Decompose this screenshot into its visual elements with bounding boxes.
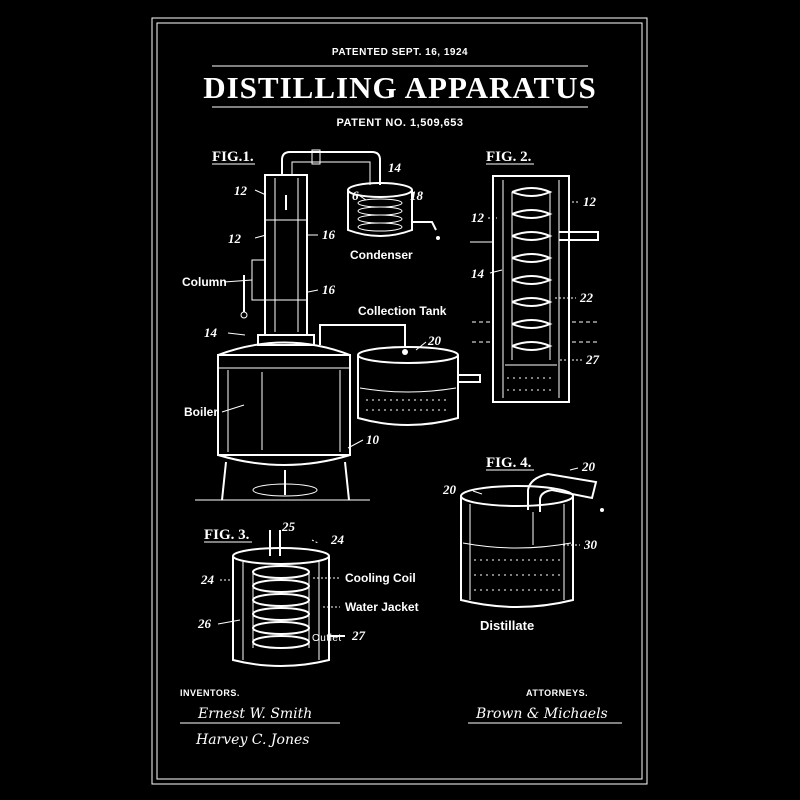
- fig4-distillate-label: Distillate: [480, 618, 534, 633]
- fig2-label: FIG. 2.: [486, 149, 532, 165]
- fig1-boiler-label: Boiler: [184, 405, 218, 419]
- fig1-ref-10: 10: [366, 432, 380, 447]
- fig1-ref-14b: 14: [204, 325, 218, 340]
- fig1-drawing: FIG.1.: [195, 149, 481, 501]
- fig1-ref-16b: 16: [322, 282, 336, 297]
- inventors-label: INVENTORS.: [180, 688, 240, 698]
- fig1-label: FIG.1.: [212, 149, 254, 165]
- fig3-drawing: FIG. 3.: [204, 527, 345, 667]
- fig4-vessel-top: [460, 485, 574, 507]
- fig2-ref-12a: 12: [583, 194, 597, 209]
- fig4-vessel: [460, 496, 574, 608]
- fig1-transfer-pipe: [319, 324, 406, 348]
- fig1-column-gauge: [251, 259, 265, 301]
- fig1-ref-6: 6: [352, 188, 359, 203]
- fig1-condenser-body: [347, 190, 413, 237]
- fig1-boiler-dome: [217, 341, 351, 356]
- fig1-ref-14a: 14: [388, 160, 402, 175]
- fig1-top-pipe: [281, 151, 381, 185]
- fig1-condenser-spout: [412, 221, 437, 231]
- fig1-collection-tank-top: [357, 346, 459, 364]
- fig1-collection-tank-label: Collection Tank: [358, 304, 447, 318]
- fig1-condenser-label: Condenser: [350, 248, 413, 262]
- fig3-outlet-label: Outlet: [312, 633, 342, 644]
- fig3-cooling-coil-label: Cooling Coil: [345, 571, 416, 585]
- inner-border: [156, 22, 643, 780]
- fig4-label: FIG. 4.: [486, 455, 532, 471]
- fig1-collection-tank: [357, 355, 459, 426]
- fig2-drawing: FIG. 2.: [470, 149, 600, 403]
- fig1-tank-spout: [458, 374, 481, 383]
- fig3-ref-25: 25: [281, 519, 296, 534]
- attorneys-label: ATTORNEYS.: [526, 688, 588, 698]
- fig3-water-jacket: [232, 556, 330, 667]
- fig4-ref-30: 30: [583, 537, 598, 552]
- fig2-ref-14: 14: [471, 266, 485, 281]
- fig1-boiler: [217, 354, 351, 456]
- fig3-ref-24b: 24: [200, 572, 215, 587]
- fig3-ref-24a: 24: [330, 532, 345, 547]
- fig2-ref-27: 27: [585, 352, 600, 367]
- fig1-ref-12a: 12: [234, 183, 248, 198]
- fig1-ref-18: 18: [410, 188, 424, 203]
- inventor-signature-1: Ernest W. Smith: [197, 706, 312, 722]
- fig4-ref-20b: 20: [442, 482, 457, 497]
- fig2-column-section: [492, 175, 570, 403]
- fig1-burner: [252, 483, 318, 497]
- fig2-side-outlet: [559, 231, 599, 241]
- fig1-pipe-joint: [311, 149, 321, 165]
- fig1-ref-20: 20: [427, 333, 442, 348]
- patent-number: PATENT NO. 1,509,653: [337, 117, 464, 129]
- fig2-ref-12b: 12: [471, 210, 485, 225]
- fig3-water-jacket-label: Water Jacket: [345, 600, 419, 614]
- fig4-ref-20a: 20: [581, 459, 596, 474]
- fig2-spiral-coil: [511, 187, 553, 351]
- fig1-ref-12b: 12: [228, 231, 242, 246]
- page-title: DISTILLING APPARATUS: [203, 70, 597, 105]
- attorney-signature: Brown & Michaels: [475, 706, 608, 722]
- fig3-ref-26: 26: [197, 616, 212, 631]
- fig3-ref-27: 27: [351, 628, 366, 643]
- fig1-condenser-coil: [357, 198, 403, 232]
- inventor-signature-2: Harvey C. Jones: [195, 732, 309, 748]
- fig4-liquid-surface: [462, 542, 572, 549]
- fig1-ref-16a: 16: [322, 227, 336, 242]
- fig3-label: FIG. 3.: [204, 527, 250, 543]
- fig4-inlet-pipe: [527, 472, 598, 512]
- fig1-top-pipe-inner: [291, 161, 371, 185]
- fig4-drawing: FIG. 4.: [460, 455, 604, 608]
- patented-date: PATENTED SEPT. 16, 1924: [332, 47, 468, 58]
- outer-border: [151, 17, 648, 785]
- fig2-ref-22: 22: [579, 290, 594, 305]
- fig1-column-label: Column: [182, 275, 227, 289]
- fig3-cooling-coil: [252, 565, 310, 649]
